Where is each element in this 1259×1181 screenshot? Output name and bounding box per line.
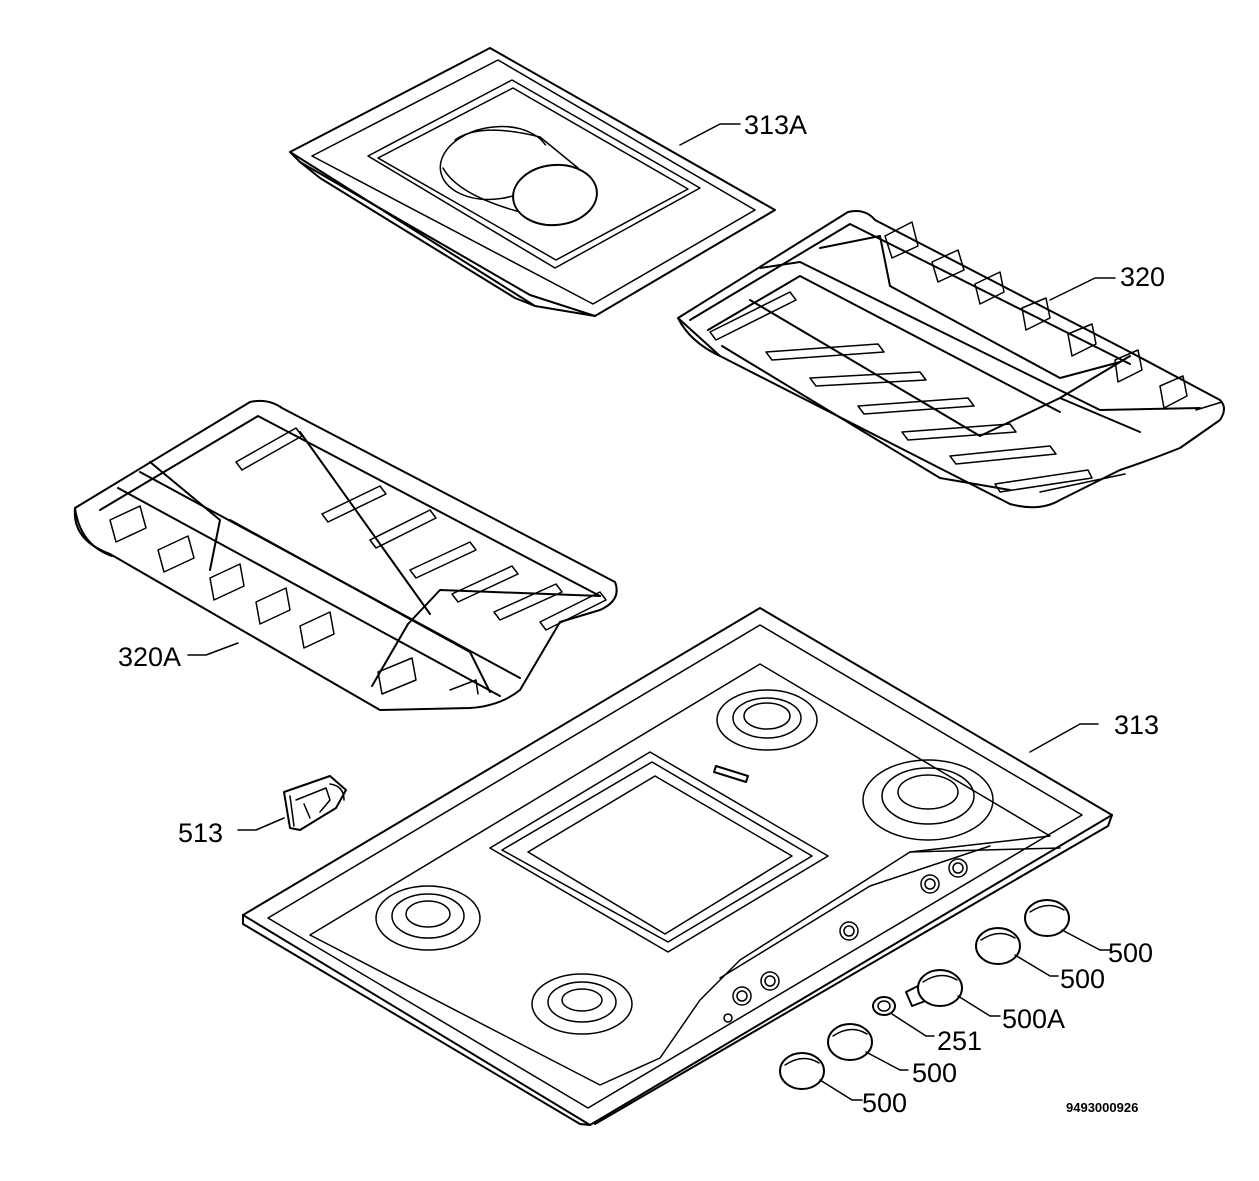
burner-front-right bbox=[531, 973, 633, 1035]
knob-2 bbox=[975, 927, 1021, 965]
label-313: 313 bbox=[1114, 710, 1159, 740]
label-320: 320 bbox=[1120, 262, 1165, 292]
label-knob-4: 500 bbox=[862, 1088, 907, 1118]
knob-4 bbox=[779, 1052, 825, 1090]
label-spacer-ring: 251 bbox=[937, 1026, 982, 1056]
hob-top bbox=[242, 607, 1113, 1126]
label-knob-2: 500 bbox=[1060, 964, 1105, 994]
spacer-ring bbox=[872, 996, 896, 1016]
burner-rear-right bbox=[862, 759, 994, 841]
label-knob-special: 500A bbox=[1002, 1004, 1065, 1034]
leader-lines bbox=[187, 123, 1116, 1101]
label-313A: 313A bbox=[744, 110, 807, 140]
label-513: 513 bbox=[178, 818, 223, 848]
griddle-plate bbox=[289, 47, 776, 317]
knob-special bbox=[905, 969, 963, 1007]
label-knob-1: 500 bbox=[1108, 938, 1153, 968]
pan-support-right bbox=[677, 210, 1225, 509]
clip-part bbox=[283, 775, 347, 831]
knob-holes bbox=[723, 858, 968, 1023]
label-knob-3: 500 bbox=[912, 1058, 957, 1088]
burner-front-left bbox=[375, 885, 481, 951]
pan-support-left bbox=[73, 399, 618, 711]
knob-3 bbox=[827, 1023, 873, 1061]
burner-rear-left bbox=[716, 689, 818, 751]
label-320A: 320A bbox=[118, 642, 181, 672]
drawing-number: 9493000926 bbox=[1066, 1100, 1138, 1115]
knob-1 bbox=[1024, 899, 1070, 937]
